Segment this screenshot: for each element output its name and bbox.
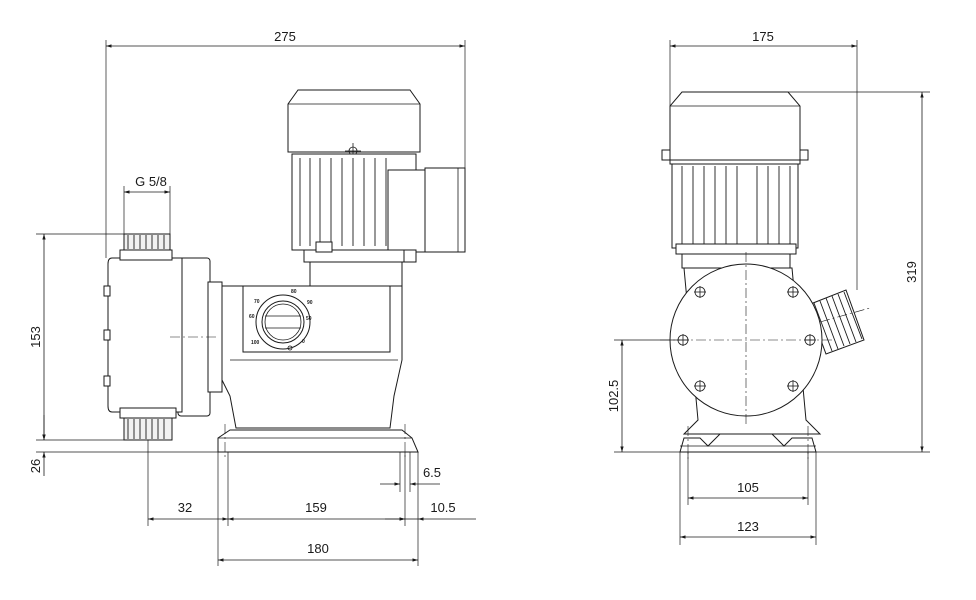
side-base-plate <box>679 433 817 453</box>
dim-head-height: 153 <box>28 326 43 348</box>
dial-scale-label: 50 <box>306 316 312 322</box>
front-motor-fins <box>299 158 387 246</box>
dial-scale-label: 80 <box>291 289 297 295</box>
dim-suction-to-base: 32 <box>178 500 192 515</box>
front-suction-valve <box>119 407 177 441</box>
side-head-bolts <box>677 286 816 392</box>
stroke-length-dial: 70 80 90 100 60 50 0 <box>249 289 313 351</box>
side-motor-cover <box>669 91 801 161</box>
dim-shaft-height: 102.5 <box>606 380 621 413</box>
dial-scale-label: 100 <box>251 340 260 346</box>
front-base-plate <box>217 429 419 453</box>
dim-total-height: 319 <box>904 261 919 283</box>
dim-side-total-width: 175 <box>752 29 774 44</box>
dim-front-total-width: 275 <box>274 29 296 44</box>
dim-side-base-width: 123 <box>737 519 759 534</box>
side-motor-fins <box>681 166 791 246</box>
dial-scale-label: 0 <box>302 339 305 345</box>
front-view: 70 80 90 100 60 50 0 <box>28 29 476 566</box>
dim-side-hole-spacing: 105 <box>737 480 759 495</box>
front-dosing-head <box>107 257 183 413</box>
dial-scale-label: 70 <box>254 299 260 305</box>
dim-base-edge-offset: 10.5 <box>430 500 455 515</box>
front-discharge-valve <box>119 233 173 261</box>
dim-hole-diameter: 6.5 <box>423 465 441 480</box>
front-terminal-box <box>387 169 426 253</box>
dim-outlet-offset: 26 <box>28 459 43 473</box>
dial-scale-label: 90 <box>307 300 313 306</box>
front-motor-cover <box>287 89 421 153</box>
dim-connection-thread: G 5/8 <box>135 174 167 189</box>
dim-base-hole-spacing: 159 <box>305 500 327 515</box>
side-view: 175 319 102.5 105 123 <box>606 29 930 545</box>
dial-scale-label: 60 <box>249 314 255 320</box>
dim-base-length: 180 <box>307 541 329 556</box>
